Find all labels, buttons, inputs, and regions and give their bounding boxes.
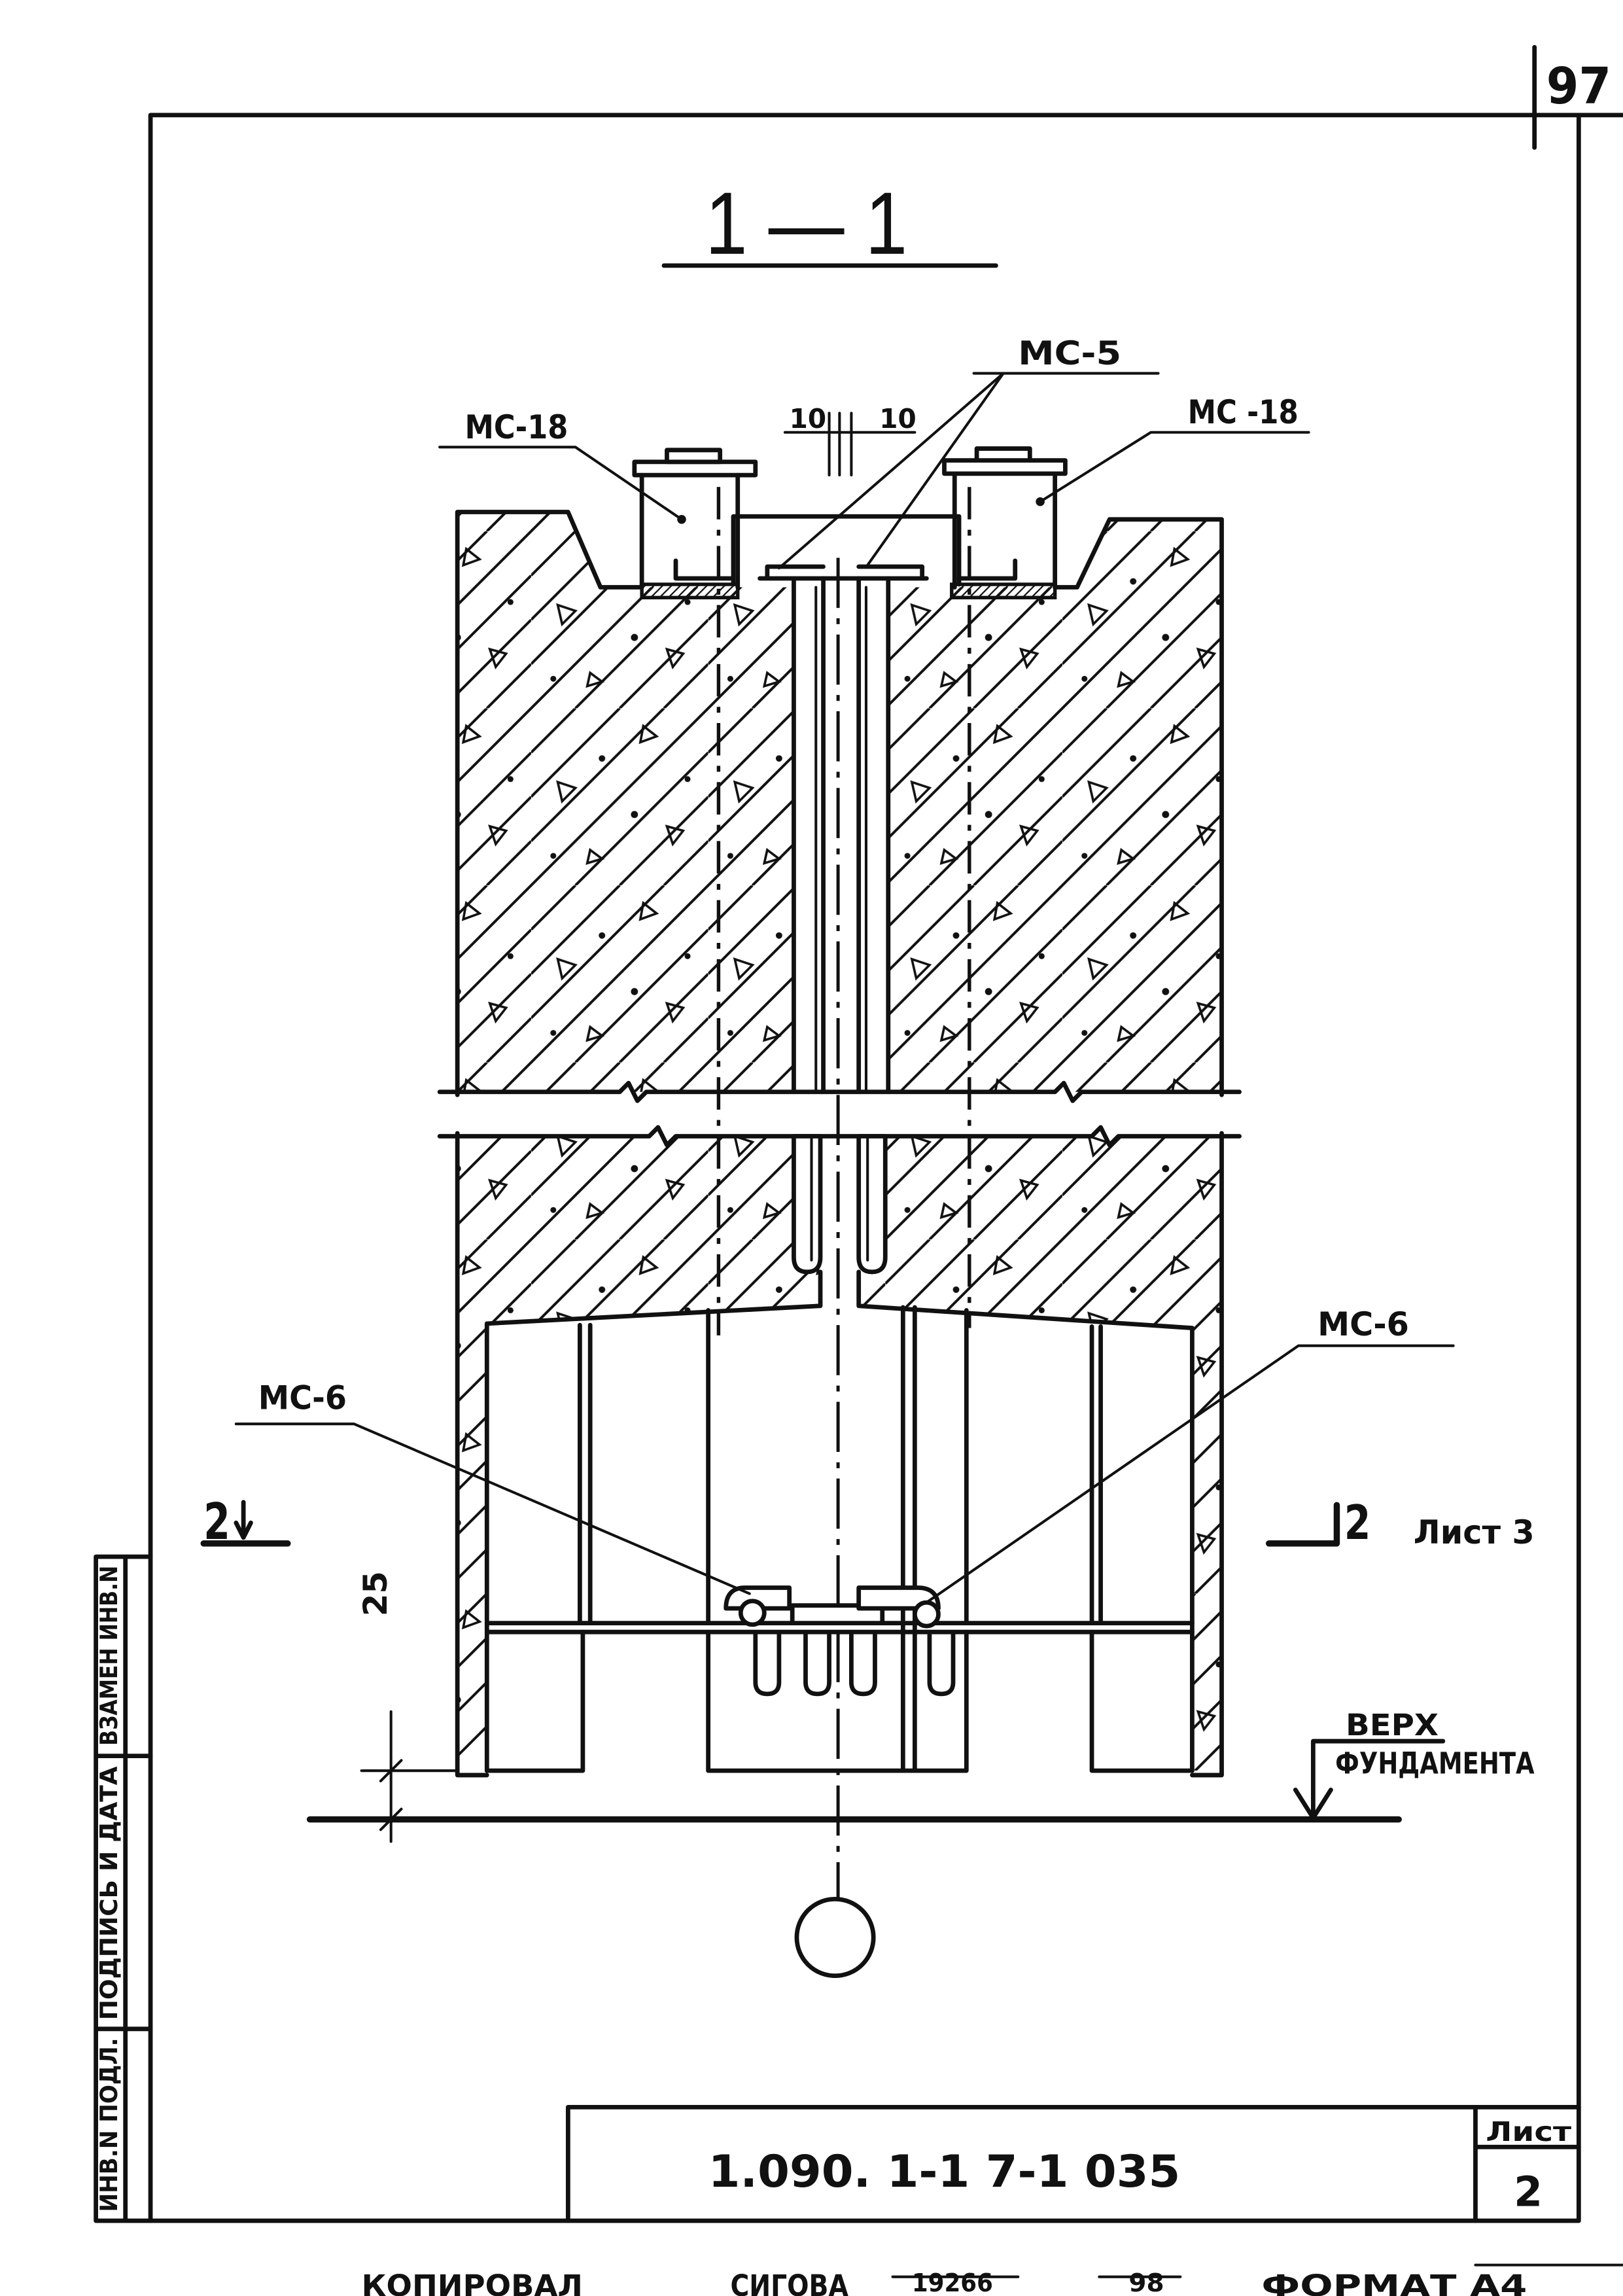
label-mc6-left: МС-6	[258, 1379, 347, 1417]
side-stamp-grid	[94, 1554, 153, 2223]
dimension-25: 25	[357, 1571, 394, 1616]
leader-mc6-right	[925, 1344, 1455, 1604]
mc6-plate-left	[724, 1585, 792, 1611]
dimension-10-lines	[783, 412, 916, 477]
angle-left	[673, 558, 733, 581]
concrete-lower-right	[862, 1136, 1222, 1771]
anchor-fork-2	[803, 1633, 831, 1697]
column-outline-upper	[455, 510, 1224, 1097]
level-label-line2: ФУНДАМЕНТА	[1335, 1746, 1535, 1781]
sheet-number: 2	[1514, 2167, 1543, 2216]
sheet-label: Лист	[1486, 2116, 1571, 2147]
mc5-plates	[758, 564, 929, 581]
anchor-fork-1	[753, 1633, 782, 1697]
column-outline-lower	[455, 1131, 1224, 1778]
section-line-right	[1265, 1502, 1340, 1547]
shoe-legs	[484, 1629, 1195, 1773]
anchor-nut-right	[974, 446, 1032, 463]
embedded-plate-left	[640, 582, 740, 600]
shoe-verticals	[484, 1305, 1195, 1773]
leader-mc18-right	[1039, 431, 1310, 503]
side-stamp-inventory-original: ИНВ.N ПОДЛ.	[96, 2038, 123, 2212]
leader-dot	[1036, 497, 1045, 506]
section-sheet-reference: Лист 3	[1414, 1513, 1535, 1551]
concrete-upper-right	[888, 519, 1222, 1092]
anchor-fork-3	[849, 1633, 877, 1697]
side-stamp-signature-date: ПОДПИСЬ И ДАТА	[96, 1766, 123, 2020]
anchor-nut-circle-left	[738, 1598, 767, 1627]
leader-dot	[677, 515, 686, 524]
shoe-top-slant	[484, 1269, 1195, 1331]
leader-mc6-left	[234, 1422, 751, 1595]
dimension-10-right: 10	[879, 403, 916, 434]
footer-order-extra: 98	[1128, 2269, 1164, 2296]
leader-mc5	[777, 372, 1160, 570]
label-mc6-right: МС-6	[1318, 1305, 1409, 1343]
drawing-code: 1.090. 1-1 7-1 035	[708, 2146, 1181, 2197]
anchor-nut-left	[665, 448, 723, 465]
footer-lines	[891, 2263, 1623, 2278]
dimension-10-left: 10	[790, 403, 826, 434]
central-tube-lower-left	[792, 1134, 823, 1275]
section-mark-right: 2	[1344, 1496, 1371, 1551]
anchor-nut-circle-right	[912, 1600, 941, 1629]
side-stamp-replaced-inventory: ВЗАМЕН ИНВ.N	[96, 1566, 123, 1746]
anchor-fork-4	[927, 1633, 956, 1697]
axis-marker-circle	[794, 1896, 876, 1979]
central-tubes-upper	[792, 576, 891, 1095]
break-line-upper	[437, 1080, 1242, 1103]
page-number: 97	[1546, 58, 1611, 116]
footer-order-number: 19266	[912, 2269, 993, 2296]
section-arrow-left	[234, 1500, 253, 1540]
label-mc18-right: МС -18	[1188, 393, 1299, 431]
label-mc5: МС-5	[1018, 334, 1121, 372]
level-label-line1: ВЕРХ	[1346, 1708, 1439, 1742]
footer-format: ФОРМАТ А4	[1261, 2269, 1527, 2296]
concrete-lower-left	[457, 1136, 821, 1771]
label-mc18-left: МС-18	[464, 408, 568, 446]
center-cap	[731, 514, 962, 587]
embedded-plate-right	[950, 582, 1057, 600]
embedded-box-left	[639, 472, 741, 590]
footer-copied-label: КОПИРОВАЛ	[362, 2269, 583, 2296]
angle-right	[956, 558, 1018, 581]
central-tubes-upper-inner	[814, 586, 867, 1093]
sheet-frame	[148, 113, 1623, 2223]
footer-copied-by: СИГОВА	[730, 2269, 848, 2296]
level-marker	[1293, 1739, 1446, 1820]
title-block-grid	[565, 2104, 1581, 2223]
leader-mc18-left	[438, 446, 684, 521]
tube-lower-inner	[810, 1137, 869, 1262]
central-tube-lower-right	[856, 1134, 888, 1275]
section-title: 1 — 1	[705, 174, 907, 273]
concrete-upper-left	[457, 512, 794, 1092]
dimension-25-lines	[360, 1710, 459, 1843]
